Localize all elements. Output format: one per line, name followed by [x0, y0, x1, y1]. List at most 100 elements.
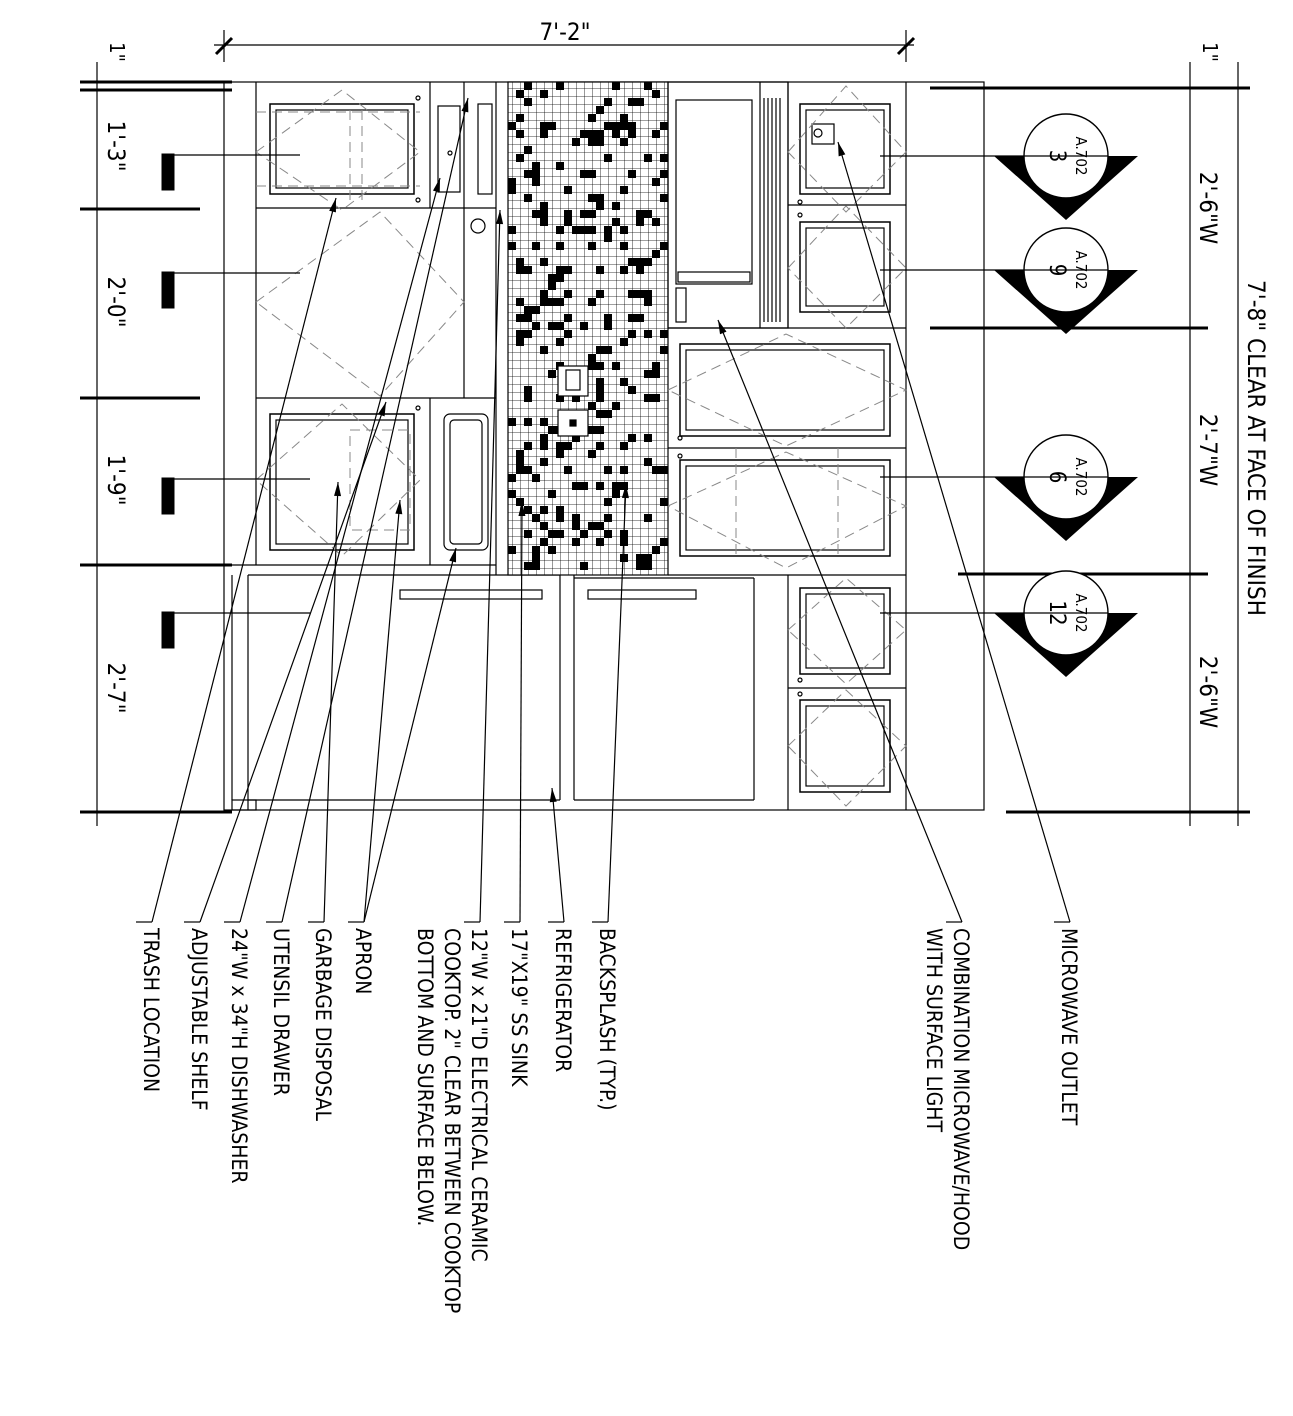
accent-tile — [548, 426, 556, 434]
accent-tile — [644, 258, 652, 266]
accent-tile — [532, 162, 540, 170]
accent-tile — [604, 346, 612, 354]
accent-tile — [604, 98, 612, 106]
accent-tile — [572, 514, 580, 522]
accent-tile — [620, 186, 628, 194]
note-leader-arrowhead — [329, 198, 336, 213]
accent-tile — [532, 210, 540, 218]
accent-tile — [596, 426, 604, 434]
note-utensil: UTENSIL DRAWER — [269, 928, 293, 1096]
accent-tile — [644, 370, 652, 378]
accent-tile — [612, 218, 620, 226]
accent-tile — [524, 170, 532, 178]
accent-tile — [580, 226, 588, 234]
accent-tile — [660, 242, 668, 250]
accent-tile — [532, 306, 540, 314]
note-leader-arrowhead — [496, 210, 504, 225]
sink-box — [443, 413, 489, 551]
accent-tile — [556, 298, 564, 306]
accent-tile — [564, 266, 572, 274]
accent-tile — [516, 338, 524, 346]
accent-tile — [628, 122, 636, 130]
accent-tile — [516, 114, 524, 122]
accent-tile — [628, 314, 636, 322]
accent-tile — [596, 194, 604, 202]
accent-tile — [660, 154, 668, 162]
accent-tile — [540, 458, 548, 466]
section-tag-sheet: A.702 — [1072, 593, 1090, 632]
accent-tile — [644, 554, 652, 562]
accent-tile — [540, 442, 548, 450]
accent-tile — [596, 442, 604, 450]
accent-tile — [532, 554, 540, 562]
accent-tile — [524, 266, 532, 274]
accent-tile — [620, 114, 628, 122]
accent-tile — [588, 402, 596, 410]
accent-tile — [516, 154, 524, 162]
accent-tile — [540, 538, 548, 546]
disposal-circle — [470, 218, 486, 234]
accent-tile — [604, 514, 612, 522]
accent-tile — [612, 82, 620, 90]
accent-tile — [508, 122, 516, 130]
accent-tile — [628, 98, 636, 106]
accent-tile — [532, 170, 540, 178]
accent-tile — [644, 210, 652, 218]
accent-tile — [516, 314, 524, 322]
accent-tile — [564, 330, 572, 338]
note-leader-arrowhead — [334, 482, 342, 497]
accent-tile — [620, 442, 628, 450]
accent-tile — [628, 130, 636, 138]
accent-tile — [628, 258, 636, 266]
accent-tile — [548, 370, 556, 378]
section-tag-number: 9 — [1044, 264, 1069, 277]
note-leader-arrowhead — [461, 98, 469, 113]
accent-tile — [588, 114, 596, 122]
accent-tile — [548, 490, 556, 498]
accent-tile — [612, 402, 620, 410]
backsplash-accent-tiles — [508, 82, 668, 570]
accent-tile — [564, 290, 572, 298]
accent-tile — [588, 522, 596, 530]
accent-tile — [588, 138, 596, 146]
note-leader — [363, 499, 401, 923]
note-text: REFRIGERATOR — [551, 928, 575, 1072]
accent-tile — [660, 346, 668, 354]
note-text: WITH SURFACE LIGHT — [922, 928, 946, 1133]
left-dim-4: 2'-7" — [102, 662, 130, 713]
accent-tile — [516, 258, 524, 266]
accent-tile — [508, 418, 516, 426]
accent-tile — [620, 122, 628, 130]
accent-tile — [548, 274, 556, 282]
accent-tile — [580, 482, 588, 490]
left-top-offset-dim: 1" — [105, 42, 129, 62]
accent-tile — [580, 322, 588, 330]
accent-tile — [564, 442, 572, 450]
accent-tile — [580, 530, 588, 538]
accent-tile — [532, 322, 540, 330]
accent-tile — [516, 450, 524, 458]
accent-tile — [636, 210, 644, 218]
accent-tile — [588, 194, 596, 202]
accent-tile — [612, 490, 620, 498]
accent-tile — [508, 490, 516, 498]
accent-tile — [660, 330, 668, 338]
accent-tile — [596, 202, 604, 210]
accent-tile — [612, 362, 620, 370]
accent-tile — [620, 266, 628, 274]
accent-tile — [644, 458, 652, 466]
accent-tile — [508, 186, 516, 194]
note-leaders — [136, 97, 1071, 923]
clear-height-dim: 7'-8" CLEAR AT FACE OF FINISH — [1242, 280, 1270, 616]
accent-tile — [596, 538, 604, 546]
accent-tile — [556, 530, 564, 538]
accent-tile — [604, 498, 612, 506]
note-disposal: GARBAGE DISPOSAL — [311, 928, 335, 1121]
note-text: 24"W x 34"H DISHWASHER — [227, 928, 251, 1184]
accent-tile — [596, 106, 604, 114]
accent-tile — [524, 330, 532, 338]
